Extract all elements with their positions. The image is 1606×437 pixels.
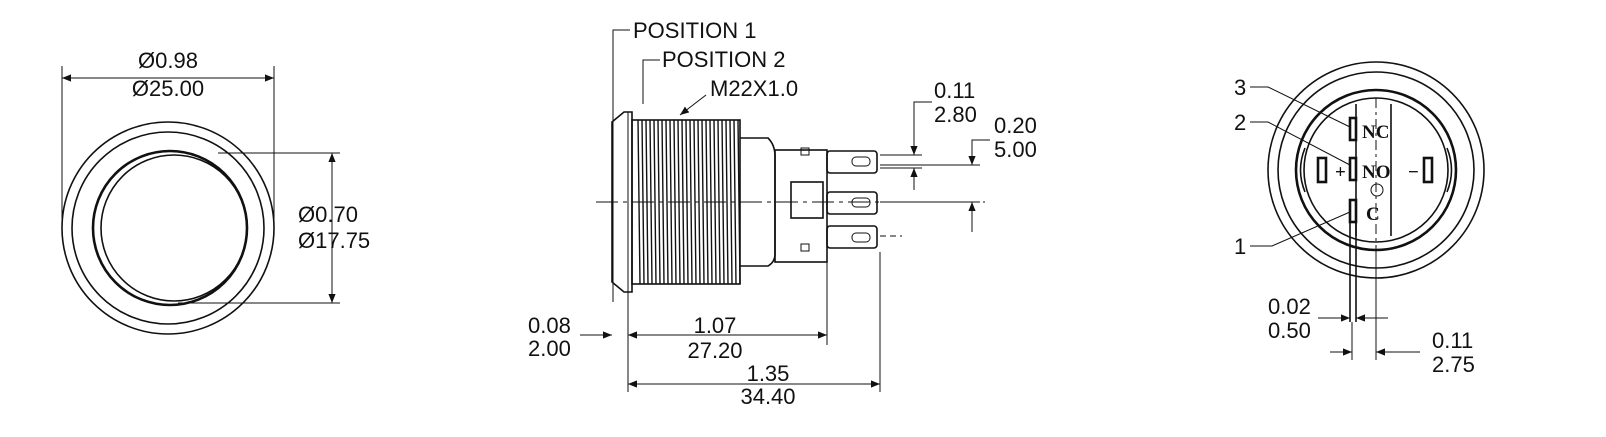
total-length-inch-label: 1.35 (747, 361, 790, 386)
terminal-upper (826, 150, 878, 174)
rear-view: + − NC NO C 3 2 1 0.02 0.50 0.11 2.75 (1234, 61, 1485, 377)
thread-label: M22X1.0 (710, 76, 798, 101)
thread-line (637, 119, 641, 285)
terminal-hole (851, 232, 871, 243)
position1-label: POSITION 1 (633, 18, 756, 43)
thread-line (697, 119, 701, 285)
thread-line (693, 119, 697, 285)
terminal-width-mm-label: 2.80 (934, 102, 977, 127)
outer-dia-inch-label: Ø0.98 (138, 48, 198, 73)
led-dot (1370, 183, 1384, 197)
callout-2-label: 2 (1234, 110, 1246, 135)
terminal-gap-leader (968, 139, 990, 165)
thread-line (665, 119, 669, 285)
thread-line (657, 119, 661, 285)
thread-line (729, 119, 733, 285)
terminal-lower (826, 225, 878, 249)
actuator-inner-circle (100, 154, 248, 302)
terminal-gap-mm-label: 5.00 (994, 137, 1037, 162)
inner-dia-inch-label: Ø0.70 (298, 202, 358, 227)
terminal-nc-pin (1348, 116, 1358, 142)
side-view: POSITION 1 POSITION 2 M22X1.0 0.11 2.80 … (528, 18, 1037, 409)
inner-dia-mm-label: Ø17.75 (298, 228, 370, 253)
thread-line (733, 119, 737, 285)
minus-sign: − (1408, 162, 1419, 183)
thread-line (725, 119, 729, 285)
callout-1-leader (1250, 211, 1351, 247)
pin-width-inch-label: 0.11 (1432, 328, 1473, 353)
thread-line (653, 119, 657, 285)
bezel-inner-circle (71, 131, 265, 325)
pin-thickness-inch-label: 0.02 (1268, 294, 1311, 319)
travel-inch-label: 0.08 (528, 313, 571, 338)
callout-2-leader (1250, 121, 1351, 166)
thread-line (705, 119, 709, 285)
led-terminal-plus (1316, 156, 1328, 184)
thread-line (677, 119, 681, 285)
thread-line (685, 119, 689, 285)
travel-mm-label: 2.00 (528, 336, 571, 361)
tab (800, 147, 810, 156)
plus-sign: + (1335, 162, 1346, 183)
led-terminal-minus (1422, 156, 1434, 184)
terminal-width-inch-label: 0.11 (934, 78, 975, 103)
front-view: Ø0.98 Ø25.00 Ø0.70 Ø17.75 (61, 48, 370, 335)
thread-line (713, 119, 717, 285)
side-flat-left (1299, 147, 1306, 193)
terminal-nc-label: NC (1362, 122, 1389, 143)
tab (800, 243, 810, 252)
terminal-hole (851, 156, 871, 167)
thread-line (645, 119, 649, 285)
callout-3-label: 3 (1234, 75, 1246, 100)
pin-thickness-mm-label: 0.50 (1268, 318, 1311, 343)
pin-width-mm-label: 2.75 (1432, 352, 1475, 377)
thread-line (737, 119, 741, 285)
position1-leader (612, 29, 630, 302)
thread-line (649, 119, 653, 285)
terminal-c-pin (1348, 198, 1358, 224)
thread-line (673, 119, 677, 285)
thread-line (701, 119, 705, 285)
thread-line (641, 119, 645, 285)
outer-dia-mm-label: Ø25.00 (132, 76, 204, 101)
position2-label: POSITION 2 (662, 47, 785, 72)
thread-line (689, 119, 693, 285)
thread-line (681, 119, 685, 285)
terminal-c-label: C (1366, 204, 1380, 225)
thread-line (709, 119, 713, 285)
thread-line (717, 119, 721, 285)
callout-1-label: 1 (1234, 234, 1246, 259)
body-length-mm-label: 27.20 (687, 338, 742, 363)
thread-line (721, 119, 725, 285)
thread-lines (637, 119, 741, 285)
total-length-mm-label: 34.40 (740, 384, 795, 409)
terminal-no-pin (1348, 156, 1358, 182)
bezel-head (611, 111, 633, 293)
terminal-middle (826, 191, 878, 215)
callout-3-leader (1250, 86, 1351, 128)
terminal-gap-inch-label: 0.20 (994, 113, 1037, 138)
terminal-hole (851, 197, 871, 208)
terminal-width-leader (910, 101, 932, 155)
thread-line (669, 119, 673, 285)
thread-leader (679, 94, 707, 116)
switch-block-window (790, 181, 824, 219)
body-length-inch-label: 1.07 (694, 313, 737, 338)
thread-line (661, 119, 665, 285)
side-flat-right (1446, 147, 1453, 193)
terminal-no-label: NO (1362, 162, 1391, 183)
position2-leader (642, 59, 660, 104)
